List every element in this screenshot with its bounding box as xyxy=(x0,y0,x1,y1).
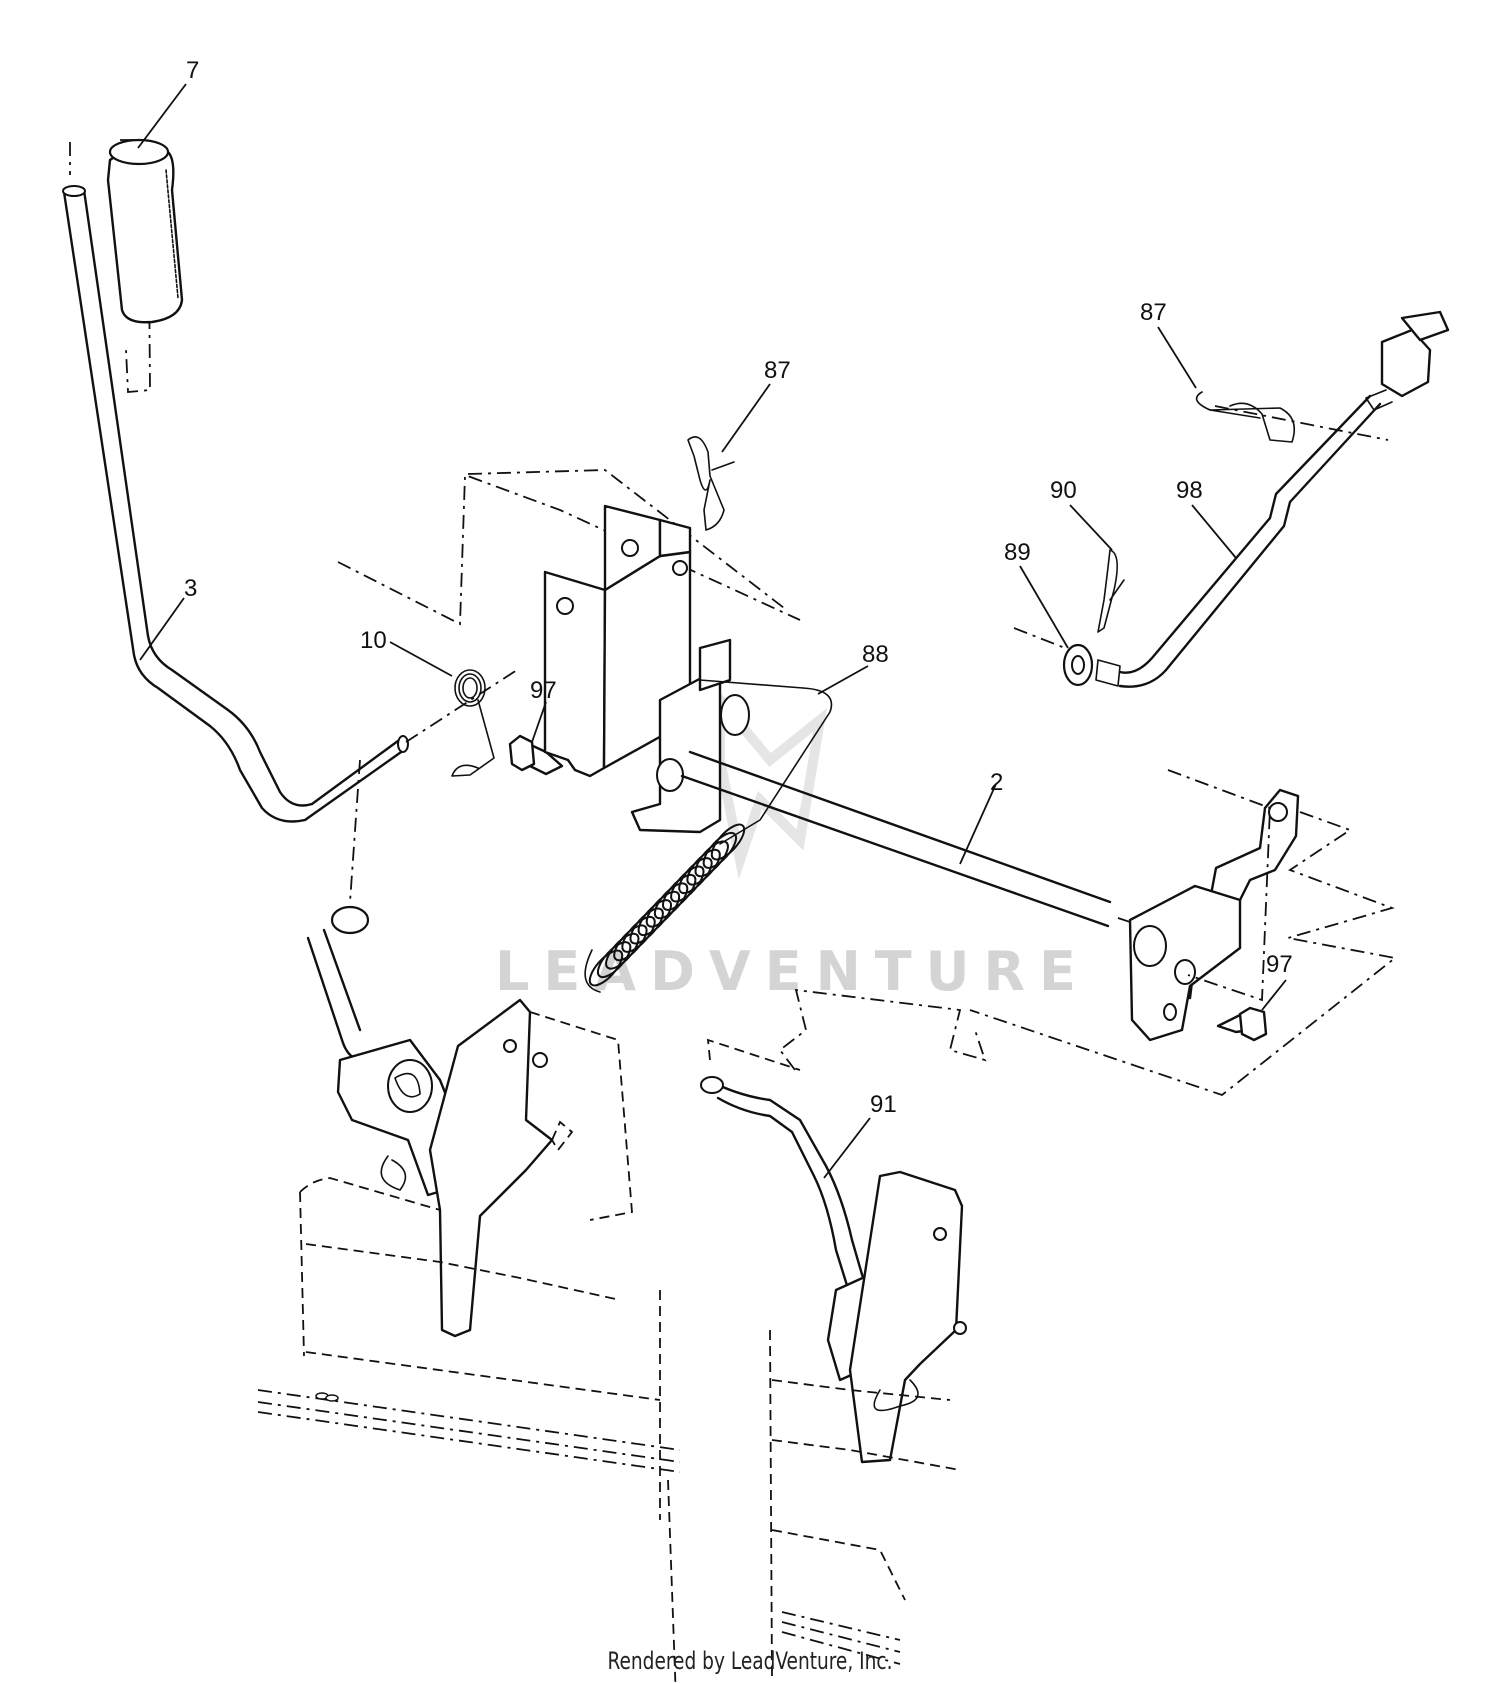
callout-87-left: 87 xyxy=(764,357,791,384)
left-side-plate xyxy=(428,998,633,1338)
washer-part-89[interactable] xyxy=(1062,643,1121,687)
spring-coil xyxy=(653,882,689,920)
callout-7: 7 xyxy=(186,57,199,84)
callout-2: 2 xyxy=(990,769,1003,796)
lift-handle-part-3[interactable] xyxy=(62,185,409,823)
handle-grip-part-7[interactable] xyxy=(69,138,184,393)
callout-90: 90 xyxy=(1050,477,1077,504)
callout-97-right: 97 xyxy=(1266,951,1293,978)
rendered-by-footer: Rendered by LeadVenture, Inc. xyxy=(607,1647,893,1675)
watermark-text: LEADVENTURE xyxy=(495,940,1090,1003)
callout-97-left: 97 xyxy=(530,677,557,704)
spring-coil xyxy=(645,890,681,928)
hairpin-clip-part-87-right[interactable] xyxy=(1195,391,1296,443)
spring-rod-part-88[interactable] xyxy=(699,679,833,845)
pivot-bracket xyxy=(543,504,750,834)
spring-coil xyxy=(637,899,672,937)
callout-10: 10 xyxy=(360,627,387,654)
bolt-part-97-left[interactable] xyxy=(508,734,564,776)
cotter-pin-part-90[interactable] xyxy=(1097,549,1125,633)
spring-coil xyxy=(662,873,697,911)
callout-leaders xyxy=(137,83,1287,1179)
spring-coil xyxy=(678,857,713,895)
callout-3: 3 xyxy=(184,575,197,602)
spring-coil xyxy=(710,823,746,861)
torsion-spring-part-10[interactable] xyxy=(451,669,495,777)
hairpin-clip-part-87-left[interactable] xyxy=(687,436,735,531)
callout-89: 89 xyxy=(1004,539,1031,566)
callout-labels: 7 3 10 97 87 88 2 87 90 98 89 97 91 xyxy=(184,57,1293,1118)
callout-91: 91 xyxy=(870,1091,897,1118)
callout-87-right: 87 xyxy=(1140,299,1167,326)
spring-coil xyxy=(670,865,705,903)
callout-98: 98 xyxy=(1176,477,1203,504)
bolt-part-97-right[interactable] xyxy=(1216,1006,1268,1042)
watermark-logo xyxy=(715,686,828,880)
right-side-plate xyxy=(848,1170,967,1464)
mower-deck-outline xyxy=(257,1177,961,1683)
deck-rod-part-98[interactable] xyxy=(1118,310,1450,688)
right-lift-arm xyxy=(1128,788,1300,1042)
callout-88: 88 xyxy=(862,641,889,668)
spring-coil xyxy=(694,840,729,878)
extension-spring[interactable] xyxy=(584,820,750,993)
spring-coil xyxy=(686,848,721,886)
